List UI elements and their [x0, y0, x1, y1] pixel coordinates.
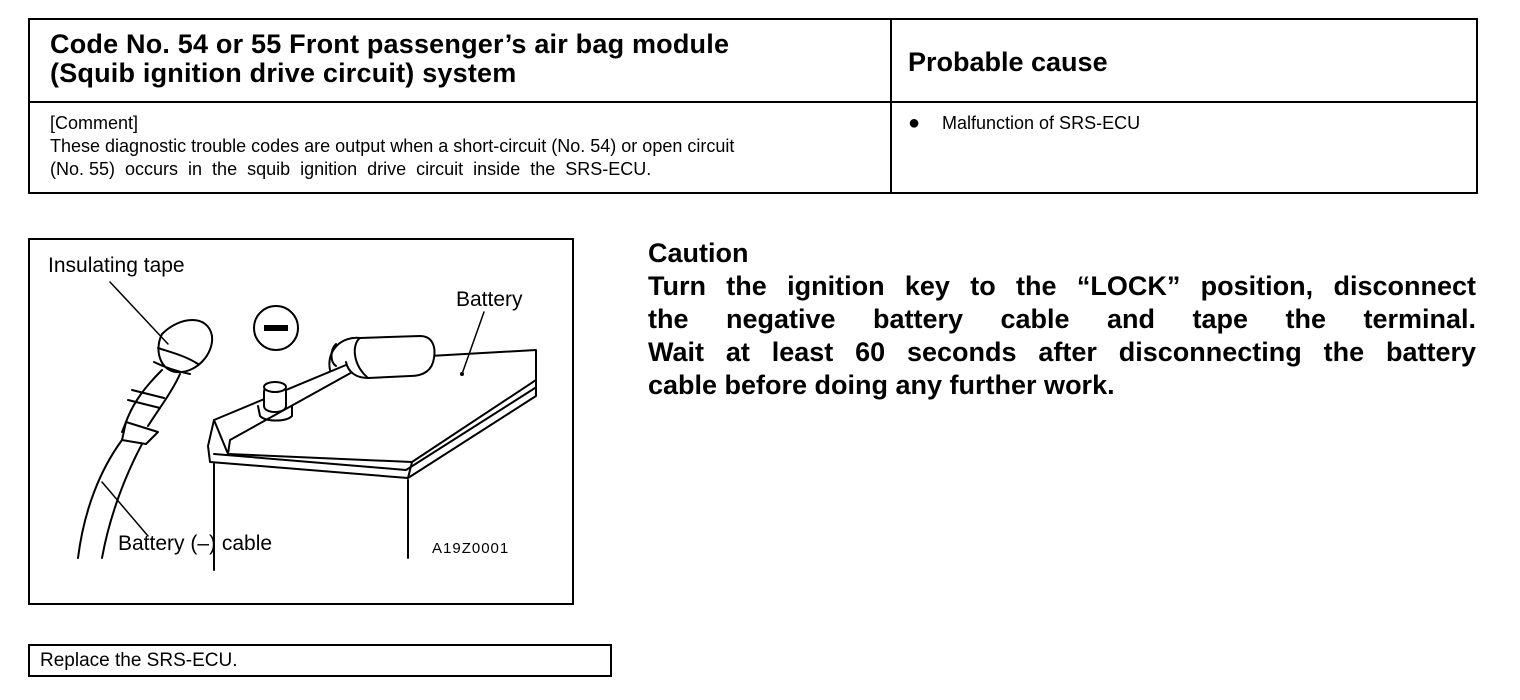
battery-rim	[207, 379, 537, 479]
comment-line-2: (No. 55) occurs in the squib ignition dr…	[50, 159, 652, 179]
battery-edge	[227, 369, 357, 455]
caution-line-2: the negative battery cable and tape the …	[648, 304, 1476, 334]
tape-cap	[157, 319, 214, 374]
cable-upper-2	[147, 373, 181, 427]
terminal-post-base	[257, 405, 293, 422]
leader-battery	[461, 311, 485, 375]
negative-clamp-ring	[353, 337, 369, 379]
caution-block: Caution Turn the ignition key to the “LO…	[648, 237, 1478, 402]
battery-dot	[460, 372, 464, 376]
tape-band	[127, 389, 165, 409]
caution-line-3: Wait at least 60 seconds after disconnec…	[648, 337, 1476, 367]
caution-line-1: Turn the ignition key to the “LOCK” posi…	[648, 271, 1476, 301]
tape-wrap-2	[153, 361, 191, 375]
tape-wrap-1	[157, 347, 199, 365]
diagnostic-code-table: Code No. 54 or 55 Front passenger’s air …	[28, 18, 1478, 194]
negative-clamp-band	[330, 343, 337, 367]
terminal-post-top	[263, 381, 287, 393]
comment-line-1: These diagnostic trouble codes are outpu…	[50, 136, 735, 156]
caution-title: Caution	[648, 238, 749, 268]
battery-drawing	[77, 281, 537, 571]
battery-rim-inner	[213, 387, 536, 471]
cable-lower-right	[101, 443, 143, 559]
cable-lower-left	[77, 439, 123, 559]
cause-item: Malfunction of SRS-ECU	[942, 113, 1141, 133]
probable-cause-list: ● Malfunction of SRS-ECU	[908, 112, 1140, 135]
battery-body	[213, 463, 409, 571]
figure-code: A19Z0001	[432, 540, 510, 557]
table-row-divider	[30, 101, 1476, 103]
label-battery: Battery	[456, 288, 523, 311]
probable-cause-heading: Probable cause	[908, 47, 1108, 77]
leader-tape	[109, 281, 169, 345]
comment-block: [Comment] These diagnostic trouble codes…	[50, 112, 880, 181]
label-insulating-tape: Insulating tape	[48, 254, 185, 277]
table-column-divider	[890, 20, 892, 192]
action-box: Replace the SRS-ECU.	[28, 644, 612, 677]
battery-illustration: Insulating tape Battery Battery (–) cabl…	[28, 238, 574, 605]
code-title-line-1: Code No. 54 or 55 Front passenger’s air …	[50, 29, 730, 59]
minus-bar	[264, 325, 288, 331]
caution-line-4: cable before doing any further work.	[648, 370, 1115, 400]
label-battery-cable: Battery (–) cable	[118, 532, 273, 555]
leader-cable	[101, 481, 149, 537]
tape-flap	[121, 421, 159, 445]
comment-label: [Comment]	[50, 113, 139, 133]
code-title-line-2: (Squib ignition drive circuit) system	[50, 58, 517, 88]
bullet-icon: ●	[908, 112, 921, 134]
code-title: Code No. 54 or 55 Front passenger’s air …	[50, 30, 880, 88]
